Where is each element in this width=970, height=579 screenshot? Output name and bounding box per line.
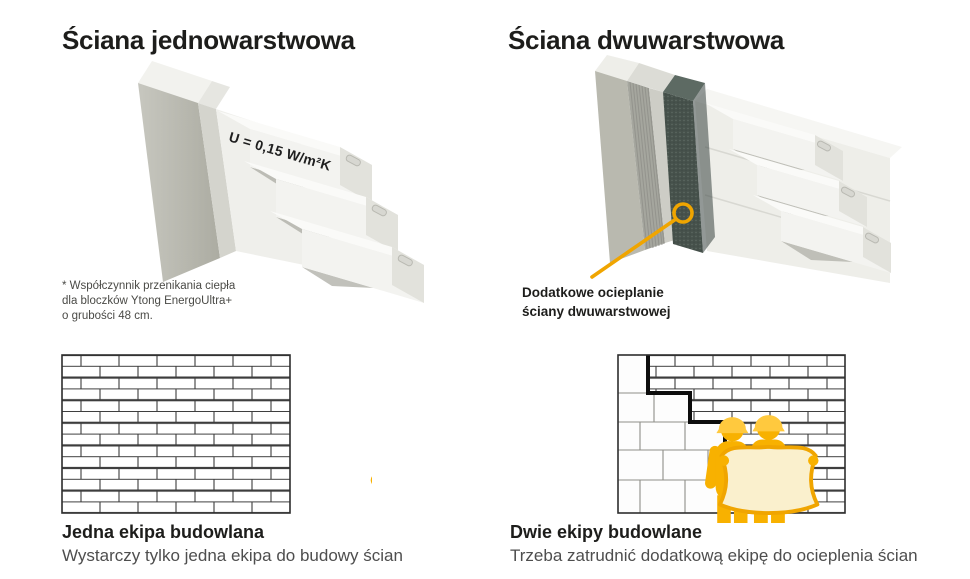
ytong-block [218,111,372,203]
annotation-circle-icon [672,202,694,224]
double-wall-3d-diagram [590,55,902,283]
block-layer [695,101,891,283]
block-grip [345,154,361,167]
block-grip [816,140,832,152]
block-layer [216,109,424,303]
u-value-footnote: * Współczynnik przenikania ciepła dla bl… [62,279,235,325]
brick-wall [61,354,291,514]
ytong-block [729,149,867,227]
block-grip [397,254,413,267]
annotation-line-text: Dodatkowe ocieplanie [522,285,664,300]
footnote-line: dla bloczków Ytong EnergoUltra+ [62,295,233,308]
annotation-line-text: ściany dwuwarstwowej [522,303,671,319]
worker-pointing-icon [371,416,372,523]
double-wall-caption: Dwie ekipy budowlane Trzeba zatrudnić do… [510,522,960,566]
ytong-block [270,211,424,303]
footnote-line: * Współczynnik przenikania ciepła [62,280,236,292]
insulation-annotation-label: Dodatkowe ocieplanie ściany dwuwarstwowe… [522,284,671,322]
ytong-block [244,161,398,253]
single-wall-3d-diagram: U = 0,15 W/m²K [138,61,424,303]
double-wall-crew-illustration [617,354,846,523]
single-wall-caption-description: Wystarczy tylko jedna ekipa do budowy śc… [62,546,403,565]
ytong-block [753,195,891,273]
block-grip [864,232,880,244]
single-wall-caption-heading: Jedna ekipa budowlana [62,522,265,542]
annotation-line [590,217,678,279]
plaster-layer [138,83,236,282]
double-wall-caption-heading: Dwie ekipy budowlane [510,522,703,542]
single-wall-crew-illustration [61,354,372,523]
double-wall-caption-description: Trzeba zatrudnić dodatkową ekipę do ocie… [510,546,918,565]
mesh-layer [627,81,665,250]
block-grip [371,204,387,217]
block-grip [840,186,856,198]
single-wall-caption: Jedna ekipa budowlana Wystarczy tylko je… [62,522,492,566]
footnote-line: o grubości 48 cm. [62,310,153,323]
ytong-block [705,103,843,181]
plaster-layer [595,71,645,263]
wall-top-face [138,61,212,103]
double-wall-title: Ściana dwuwarstwowa [508,25,785,56]
single-wall-title: Ściana jednowarstwowa [62,25,355,56]
